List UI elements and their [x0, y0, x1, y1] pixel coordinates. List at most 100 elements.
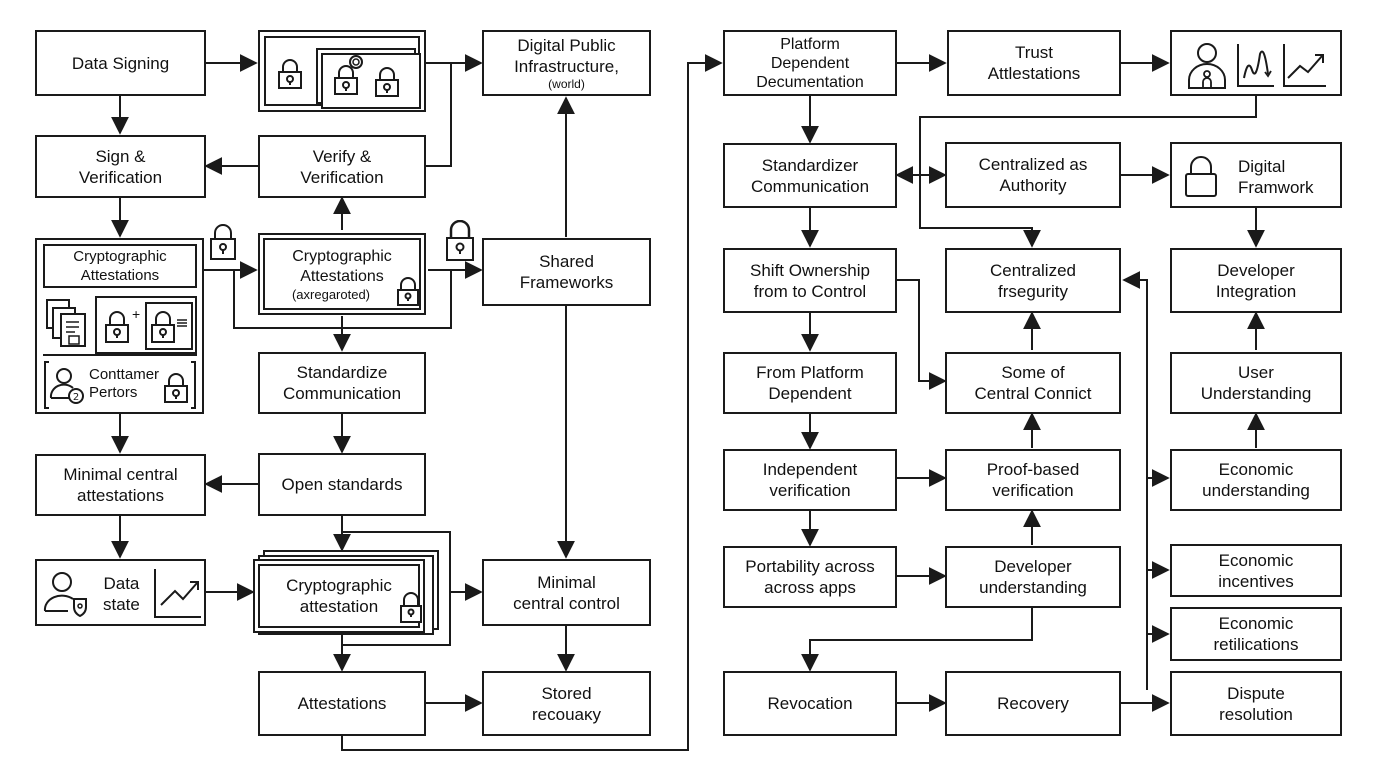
node-lock-bundle[interactable] [258, 30, 426, 112]
node-label: Some of Central Conпict [974, 363, 1092, 403]
node-label: Standardize Communication [282, 363, 402, 403]
node-label: Revocation [767, 694, 853, 713]
node-label: Minimal central control [513, 572, 620, 613]
node-developer-understanding[interactable]: Developer understanding [945, 546, 1121, 608]
node-developer-integration[interactable]: Developer Integration [1170, 248, 1342, 313]
user-shield-icon [43, 572, 87, 617]
node-label: Shared Frameworks [519, 252, 614, 292]
node-label: Independent verification [762, 460, 858, 500]
node-minimal-central-control[interactable]: Minimal central control [482, 559, 651, 626]
node-attestations[interactable]: Attestations [258, 671, 426, 736]
node-standardizer-communication[interactable]: Standardizer Communication [723, 143, 897, 208]
node-label: Stored recouaĸy [532, 683, 601, 724]
wire-open-loop [342, 531, 451, 646]
node-user-understanding[interactable]: User Understanding [1170, 352, 1342, 414]
svg-text:2: 2 [73, 392, 79, 403]
node-sublabel: (axregaroted) [291, 286, 371, 302]
node-label: Standardizer Communication [750, 155, 870, 196]
lock-combo-box: + [95, 296, 197, 354]
node-label: Developer Integration [1215, 260, 1297, 301]
node-revocation[interactable]: Revocation [723, 671, 897, 736]
container-label: Conttamer Pertors [89, 366, 160, 401]
node-data-state[interactable]: Data state [35, 559, 206, 626]
node-sublabel: (world) [548, 76, 585, 91]
menu-lines-icon [177, 319, 187, 327]
node-stored-recovery[interactable]: Stored recouaĸy [482, 671, 651, 736]
node-shared-frameworks[interactable]: Shared Frameworks [482, 238, 651, 306]
node-economic-understanding[interactable]: Economic understanding [1170, 449, 1342, 511]
node-label: Platform Dependent Decumentation [756, 35, 864, 91]
lock-icon [105, 311, 129, 343]
node-data-signing[interactable]: Data Signing [35, 30, 206, 96]
node-label: User Understanding [1200, 363, 1312, 403]
node-trust-attestations[interactable]: Trust Attlestations [947, 30, 1121, 96]
node-economic-incentives[interactable]: Economic incentives [1170, 544, 1342, 597]
node-label: From Platform Dependent [756, 363, 864, 403]
node-label: Cryptographic Attestations [73, 248, 167, 284]
node-digital-framwork[interactable]: Digital Framwork [1170, 142, 1342, 208]
inner-frame [258, 564, 420, 628]
node-label: Data Signing [71, 53, 170, 73]
node-label: Developer understanding [979, 557, 1087, 597]
wire-verify-dpi [426, 63, 452, 167]
node-independent-verification[interactable]: Independent verification [723, 449, 897, 511]
container-row: 2 Conttamer Pertors [43, 360, 197, 410]
lock-icon [375, 67, 399, 97]
node-centralized-security[interactable]: Centralized frsegurity [945, 248, 1121, 313]
node-portability[interactable]: Portability across across apps [723, 546, 897, 608]
wire-usercharts-security [919, 96, 1257, 248]
arrow-developer-revocation [801, 608, 1033, 672]
inner-frame [263, 238, 421, 310]
lock-icon [1185, 156, 1217, 197]
bracket-icon [44, 361, 196, 409]
node-dispute-resolution[interactable]: Dispute resolution [1170, 671, 1342, 736]
node-label: Digital Framwork [1238, 157, 1314, 197]
node-label: Economic understanding [1202, 460, 1310, 500]
lock-icon [400, 592, 422, 623]
node-label: Attestations [297, 694, 387, 713]
trend-chart-icon [154, 569, 201, 618]
lock-icon [210, 224, 236, 260]
node-platform-dependent-documentation[interactable]: Platform Dependent Decumentation [723, 30, 897, 96]
node-label: Minimal central attestations [63, 465, 178, 505]
node-economic-retilications[interactable]: Economic retilications [1170, 607, 1342, 661]
node-label: Verify & Verification [300, 146, 384, 187]
node-sign-verification[interactable]: Sign & Verification [35, 135, 206, 198]
lock-icon [446, 220, 474, 261]
node-verify-verification[interactable]: Verify & Verification [258, 135, 426, 198]
node-label: Shift Ownership from to Control [750, 260, 870, 301]
node-crypto-attestations-mid[interactable]: Cryptographic Attestations (axregaroted) [258, 233, 426, 315]
node-label: Proof-based verification [986, 460, 1080, 500]
lock-icon [164, 373, 188, 403]
user-icon [1188, 43, 1226, 89]
node-centralized-authority[interactable]: Centralized as Authority [945, 142, 1121, 208]
wire-bus-security [1122, 271, 1148, 690]
node-standardize-communication[interactable]: Standardize Communication [258, 352, 426, 414]
lock-icon [397, 277, 419, 306]
documents-icon [46, 299, 86, 347]
node-label: Data state [103, 574, 140, 614]
node-label: Digital Public Infrastructure, [514, 35, 619, 76]
node-recovery[interactable]: Recovery [945, 671, 1121, 736]
node-from-platform-dependent[interactable]: From Platform Dependent [723, 352, 897, 414]
node-user-charts[interactable] [1170, 30, 1342, 96]
wave-chart-icon [1237, 44, 1274, 87]
node-label: Sign & Verification [78, 146, 163, 187]
node-some-central-control[interactable]: Some of Central Conпict [945, 352, 1121, 414]
user-badge-icon: 2 [49, 368, 84, 404]
trend-chart-icon [1283, 44, 1326, 87]
node-shift-ownership[interactable]: Shift Ownership from to Control [723, 248, 897, 313]
node-digital-public-infrastructure[interactable]: Digital Public Infrastructure, (world) [482, 30, 651, 96]
key-ring-icon [349, 55, 363, 69]
node-cryptographic-attestation[interactable]: Cryptographic attestation [253, 559, 425, 633]
node-label: Cryptographic attestation [286, 576, 392, 616]
node-open-standards[interactable]: Open standards [258, 453, 426, 516]
node-proof-based-verification[interactable]: Proof-based verification [945, 449, 1121, 511]
lock-icon [278, 59, 302, 89]
node-label: Trust Attlestations [987, 43, 1081, 83]
node-label: Dispute resolution [1219, 683, 1293, 724]
node-minimal-central-attestations[interactable]: Minimal central attestations [35, 454, 206, 516]
node-label: Cryptographic Attestations [292, 247, 392, 285]
node-crypto-attestations-left[interactable]: Cryptographic Attestations + 2 Conttamer… [35, 238, 204, 414]
